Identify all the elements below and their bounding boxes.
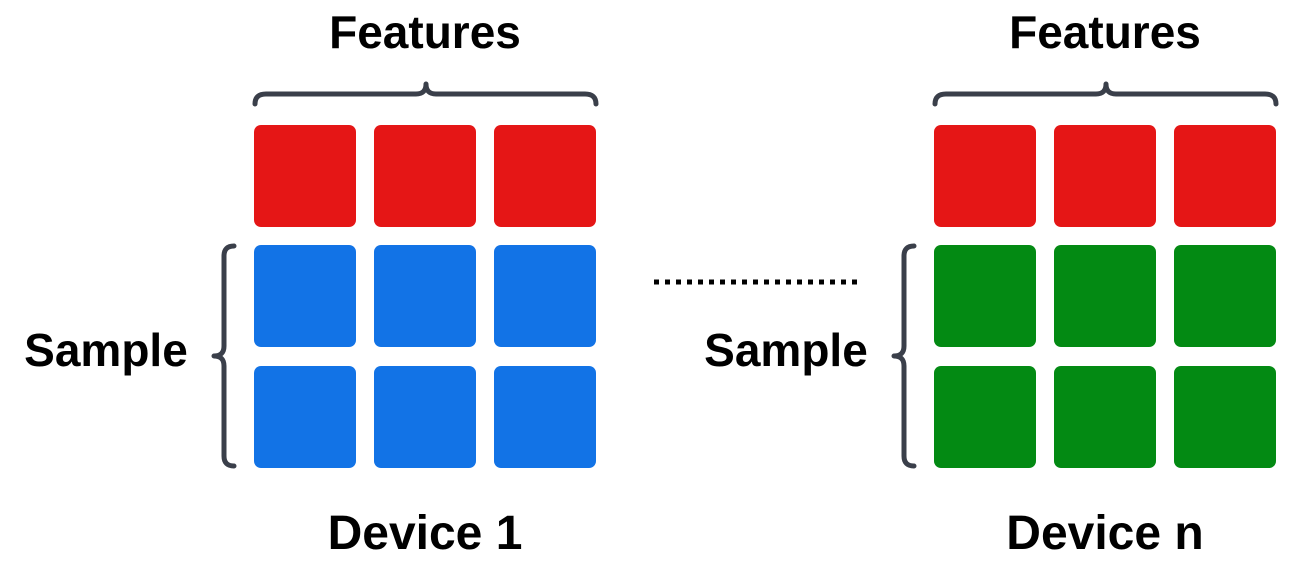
- sample-cell: [1174, 366, 1276, 468]
- sample-cell: [494, 366, 596, 468]
- feature-cell: [1054, 125, 1156, 227]
- device-1-title: Device 1: [328, 507, 523, 560]
- device-1-features-brace: [252, 81, 599, 107]
- device-1-panel: Features Sample Device 1: [24, 6, 599, 560]
- sample-cell: [934, 366, 1036, 468]
- device-n-sample-rows: [934, 245, 1276, 468]
- sample-cell: [1174, 245, 1276, 347]
- feature-cell: [934, 125, 1036, 227]
- device-1-features-label: Features: [329, 6, 521, 58]
- device-1-sample-rows: [254, 245, 596, 468]
- device-n-sample-brace: [891, 243, 917, 469]
- sample-cell: [254, 245, 356, 347]
- device-n-features-brace: [932, 81, 1279, 107]
- device-n-features-label: Features: [1009, 6, 1201, 58]
- sample-cell: [494, 245, 596, 347]
- device-n-feature-row: [934, 125, 1276, 227]
- feature-cell: [254, 125, 356, 227]
- sample-cell: [374, 245, 476, 347]
- sample-cell: [1054, 366, 1156, 468]
- device-n-panel: Features Sample Device n: [704, 6, 1279, 560]
- feature-cell: [494, 125, 596, 227]
- device-n-title: Device n: [1006, 507, 1203, 560]
- device-1-feature-row: [254, 125, 596, 227]
- feature-cell: [1174, 125, 1276, 227]
- sample-cell: [254, 366, 356, 468]
- device-1-sample-brace: [211, 243, 237, 469]
- sample-cell: [1054, 245, 1156, 347]
- sample-cell: [934, 245, 1036, 347]
- device-1-sample-label: Sample: [24, 324, 188, 376]
- sample-cell: [374, 366, 476, 468]
- feature-cell: [374, 125, 476, 227]
- device-n-sample-label: Sample: [704, 324, 868, 376]
